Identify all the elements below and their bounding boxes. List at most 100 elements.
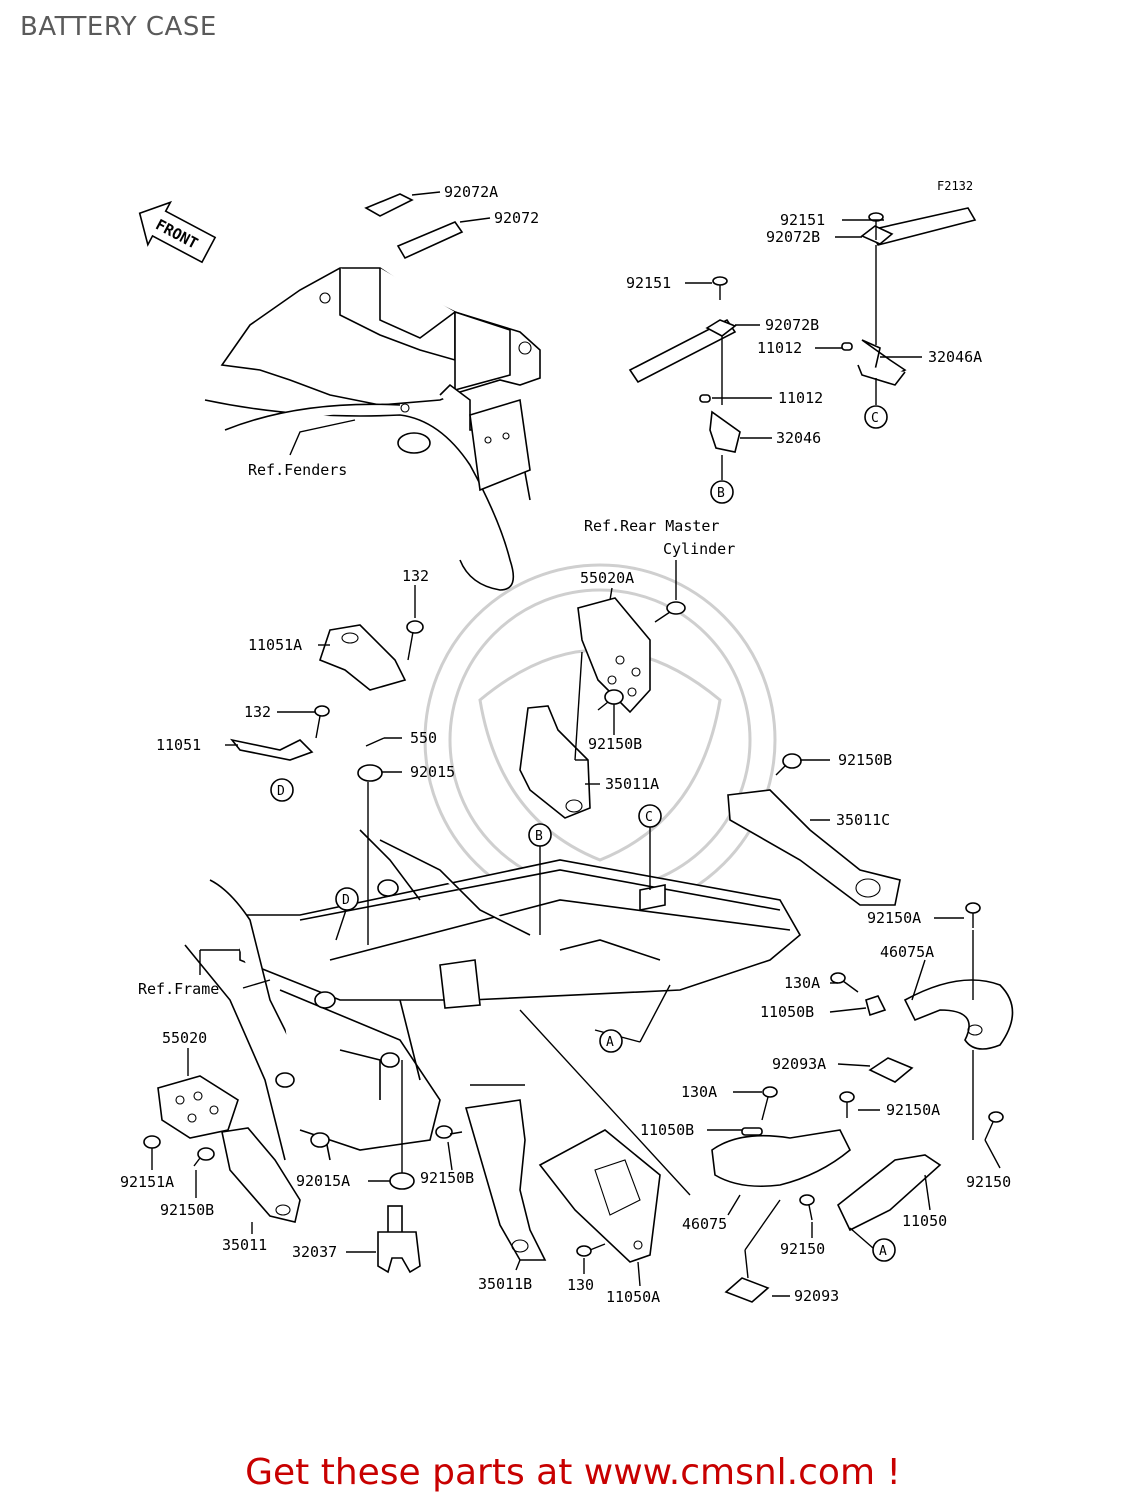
bracket-35011-drawing xyxy=(221,1127,301,1223)
svg-text:B: B xyxy=(717,486,725,501)
bracket-35011B-drawing xyxy=(464,1099,547,1261)
nut-92015A-drawing xyxy=(389,1172,415,1190)
label-92150-low: 92150 xyxy=(780,1240,825,1258)
bolt-92151A-drawing xyxy=(143,1135,161,1149)
strap-92072-drawing xyxy=(396,221,464,260)
label-92072B-mid: 92072B xyxy=(765,316,819,334)
label-92015: 92015 xyxy=(410,763,455,781)
bolt-92150B-b-drawing xyxy=(775,753,802,776)
svg-text:B: B xyxy=(535,829,543,844)
circle-marker-b-top: B xyxy=(710,480,734,504)
label-130: 130 xyxy=(567,1276,594,1294)
label-11050: 11050 xyxy=(902,1212,947,1230)
svg-text:C: C xyxy=(871,411,879,426)
footer-promo-link[interactable]: Get these parts at www.cmsnl.com ! xyxy=(245,1452,901,1493)
circle-marker-c-frame: C xyxy=(638,804,662,828)
circle-marker-a-low: A xyxy=(872,1238,896,1262)
label-11012-mid: 11012 xyxy=(778,389,823,407)
ref-rear-master-label-2: Cylinder xyxy=(663,540,735,558)
bolt-55020A-drawing xyxy=(654,601,686,623)
bolt-132-mid-drawing xyxy=(314,705,330,739)
label-46075A: 46075A xyxy=(880,943,934,961)
label-92093A: 92093A xyxy=(772,1055,826,1073)
label-92015A: 92015A xyxy=(296,1172,350,1190)
label-11051: 11051 xyxy=(156,736,201,754)
leader-lines xyxy=(151,191,1001,1297)
label-92093: 92093 xyxy=(794,1287,839,1305)
clip-32046-drawing xyxy=(699,394,741,453)
label-92072B-top: 92072B xyxy=(766,228,820,246)
plate-11050A-drawing xyxy=(538,1129,661,1263)
label-11050B-mid: 11050B xyxy=(640,1121,694,1139)
label-92151-top: 92151 xyxy=(780,211,825,229)
label-92150-right: 92150 xyxy=(966,1173,1011,1191)
nut-92015-drawing xyxy=(357,764,383,782)
bolt-92150B-d-drawing xyxy=(435,1125,463,1139)
ref-frame-label: Ref.Frame xyxy=(138,980,219,998)
label-92150B-c: 92150B xyxy=(420,1169,474,1187)
label-35011A: 35011A xyxy=(605,775,659,793)
svg-text:C: C xyxy=(645,810,653,825)
label-92072: 92072 xyxy=(494,209,539,227)
bracket-11050-drawing xyxy=(837,1154,942,1232)
circle-marker-c-top: C xyxy=(864,405,888,429)
bolt-92151-mid-drawing xyxy=(712,276,728,300)
bolt-132-top-drawing xyxy=(406,620,424,661)
pin-550-drawing xyxy=(365,737,385,747)
label-35011B: 35011B xyxy=(478,1275,532,1293)
grommet-92093A-drawing xyxy=(868,1057,914,1083)
strap-92072A-drawing xyxy=(364,193,414,217)
label-132-top: 132 xyxy=(402,567,429,585)
circle-markers: C B D B C D A A xyxy=(270,405,896,1262)
strap-92072B-mid-drawing xyxy=(628,318,737,384)
label-550: 550 xyxy=(410,729,437,747)
label-55020A: 55020A xyxy=(580,569,634,587)
bolt-130-drawing xyxy=(576,1243,606,1257)
label-11050B-top: 11050B xyxy=(760,1003,814,1021)
svg-text:A: A xyxy=(606,1035,614,1050)
label-92150A-top: 92150A xyxy=(867,909,921,927)
bolt-92150-low-drawing xyxy=(799,1194,815,1221)
label-92151-mid: 92151 xyxy=(626,274,671,292)
label-11050A: 11050A xyxy=(606,1288,660,1306)
svg-text:D: D xyxy=(342,893,350,908)
label-92150B-d: 92150B xyxy=(160,1201,214,1219)
label-46075: 46075 xyxy=(682,1215,727,1233)
label-32046: 32046 xyxy=(776,429,821,447)
label-11051A: 11051A xyxy=(248,636,302,654)
svg-text:A: A xyxy=(879,1244,887,1259)
plate-55020A-drawing xyxy=(577,597,651,714)
page-title: BATTERY CASE xyxy=(20,12,217,42)
circle-marker-d-frame: D xyxy=(335,887,359,911)
bolt-92150B-c-drawing xyxy=(193,1147,215,1167)
clip-32046A-drawing xyxy=(841,339,907,386)
clip-11050B-mid-drawing xyxy=(741,1127,763,1136)
label-92150B-b: 92150B xyxy=(838,751,892,769)
ref-rear-master-label-1: Ref.Rear Master xyxy=(584,517,719,535)
callout-labels: 92072A 92072 92151 92072B 92151 92072B 1… xyxy=(120,183,1011,1306)
bolt-130A-mid-drawing xyxy=(761,1086,778,1121)
bracket-11051-drawing xyxy=(229,738,314,761)
svg-text:D: D xyxy=(277,784,285,799)
battery-case-drawing xyxy=(204,267,541,591)
bolt-32037-drawing xyxy=(377,1205,421,1274)
bracket-11051A-drawing xyxy=(319,624,407,691)
circle-marker-a-frame: A xyxy=(599,1029,623,1053)
circle-marker-b-frame: B xyxy=(528,823,552,847)
label-130A-top: 130A xyxy=(784,974,820,992)
ref-fenders-label: Ref.Fenders xyxy=(248,461,347,479)
label-92151A: 92151A xyxy=(120,1173,174,1191)
label-32046A: 32046A xyxy=(928,348,982,366)
label-92072A: 92072A xyxy=(444,183,498,201)
label-32037: 32037 xyxy=(292,1243,337,1261)
label-92150B-a: 92150B xyxy=(588,735,642,753)
bolt-92150B-a-drawing xyxy=(597,689,624,711)
bracket-46075A-drawing xyxy=(903,979,1014,1050)
clip-11050B-top-drawing xyxy=(865,995,887,1017)
bracket-46075-drawing xyxy=(711,1129,851,1188)
label-132-mid: 132 xyxy=(244,703,271,721)
bolt-92150A-top-drawing xyxy=(965,902,981,928)
label-35011C: 35011C xyxy=(836,811,890,829)
bracket-35011C-drawing xyxy=(727,789,901,906)
